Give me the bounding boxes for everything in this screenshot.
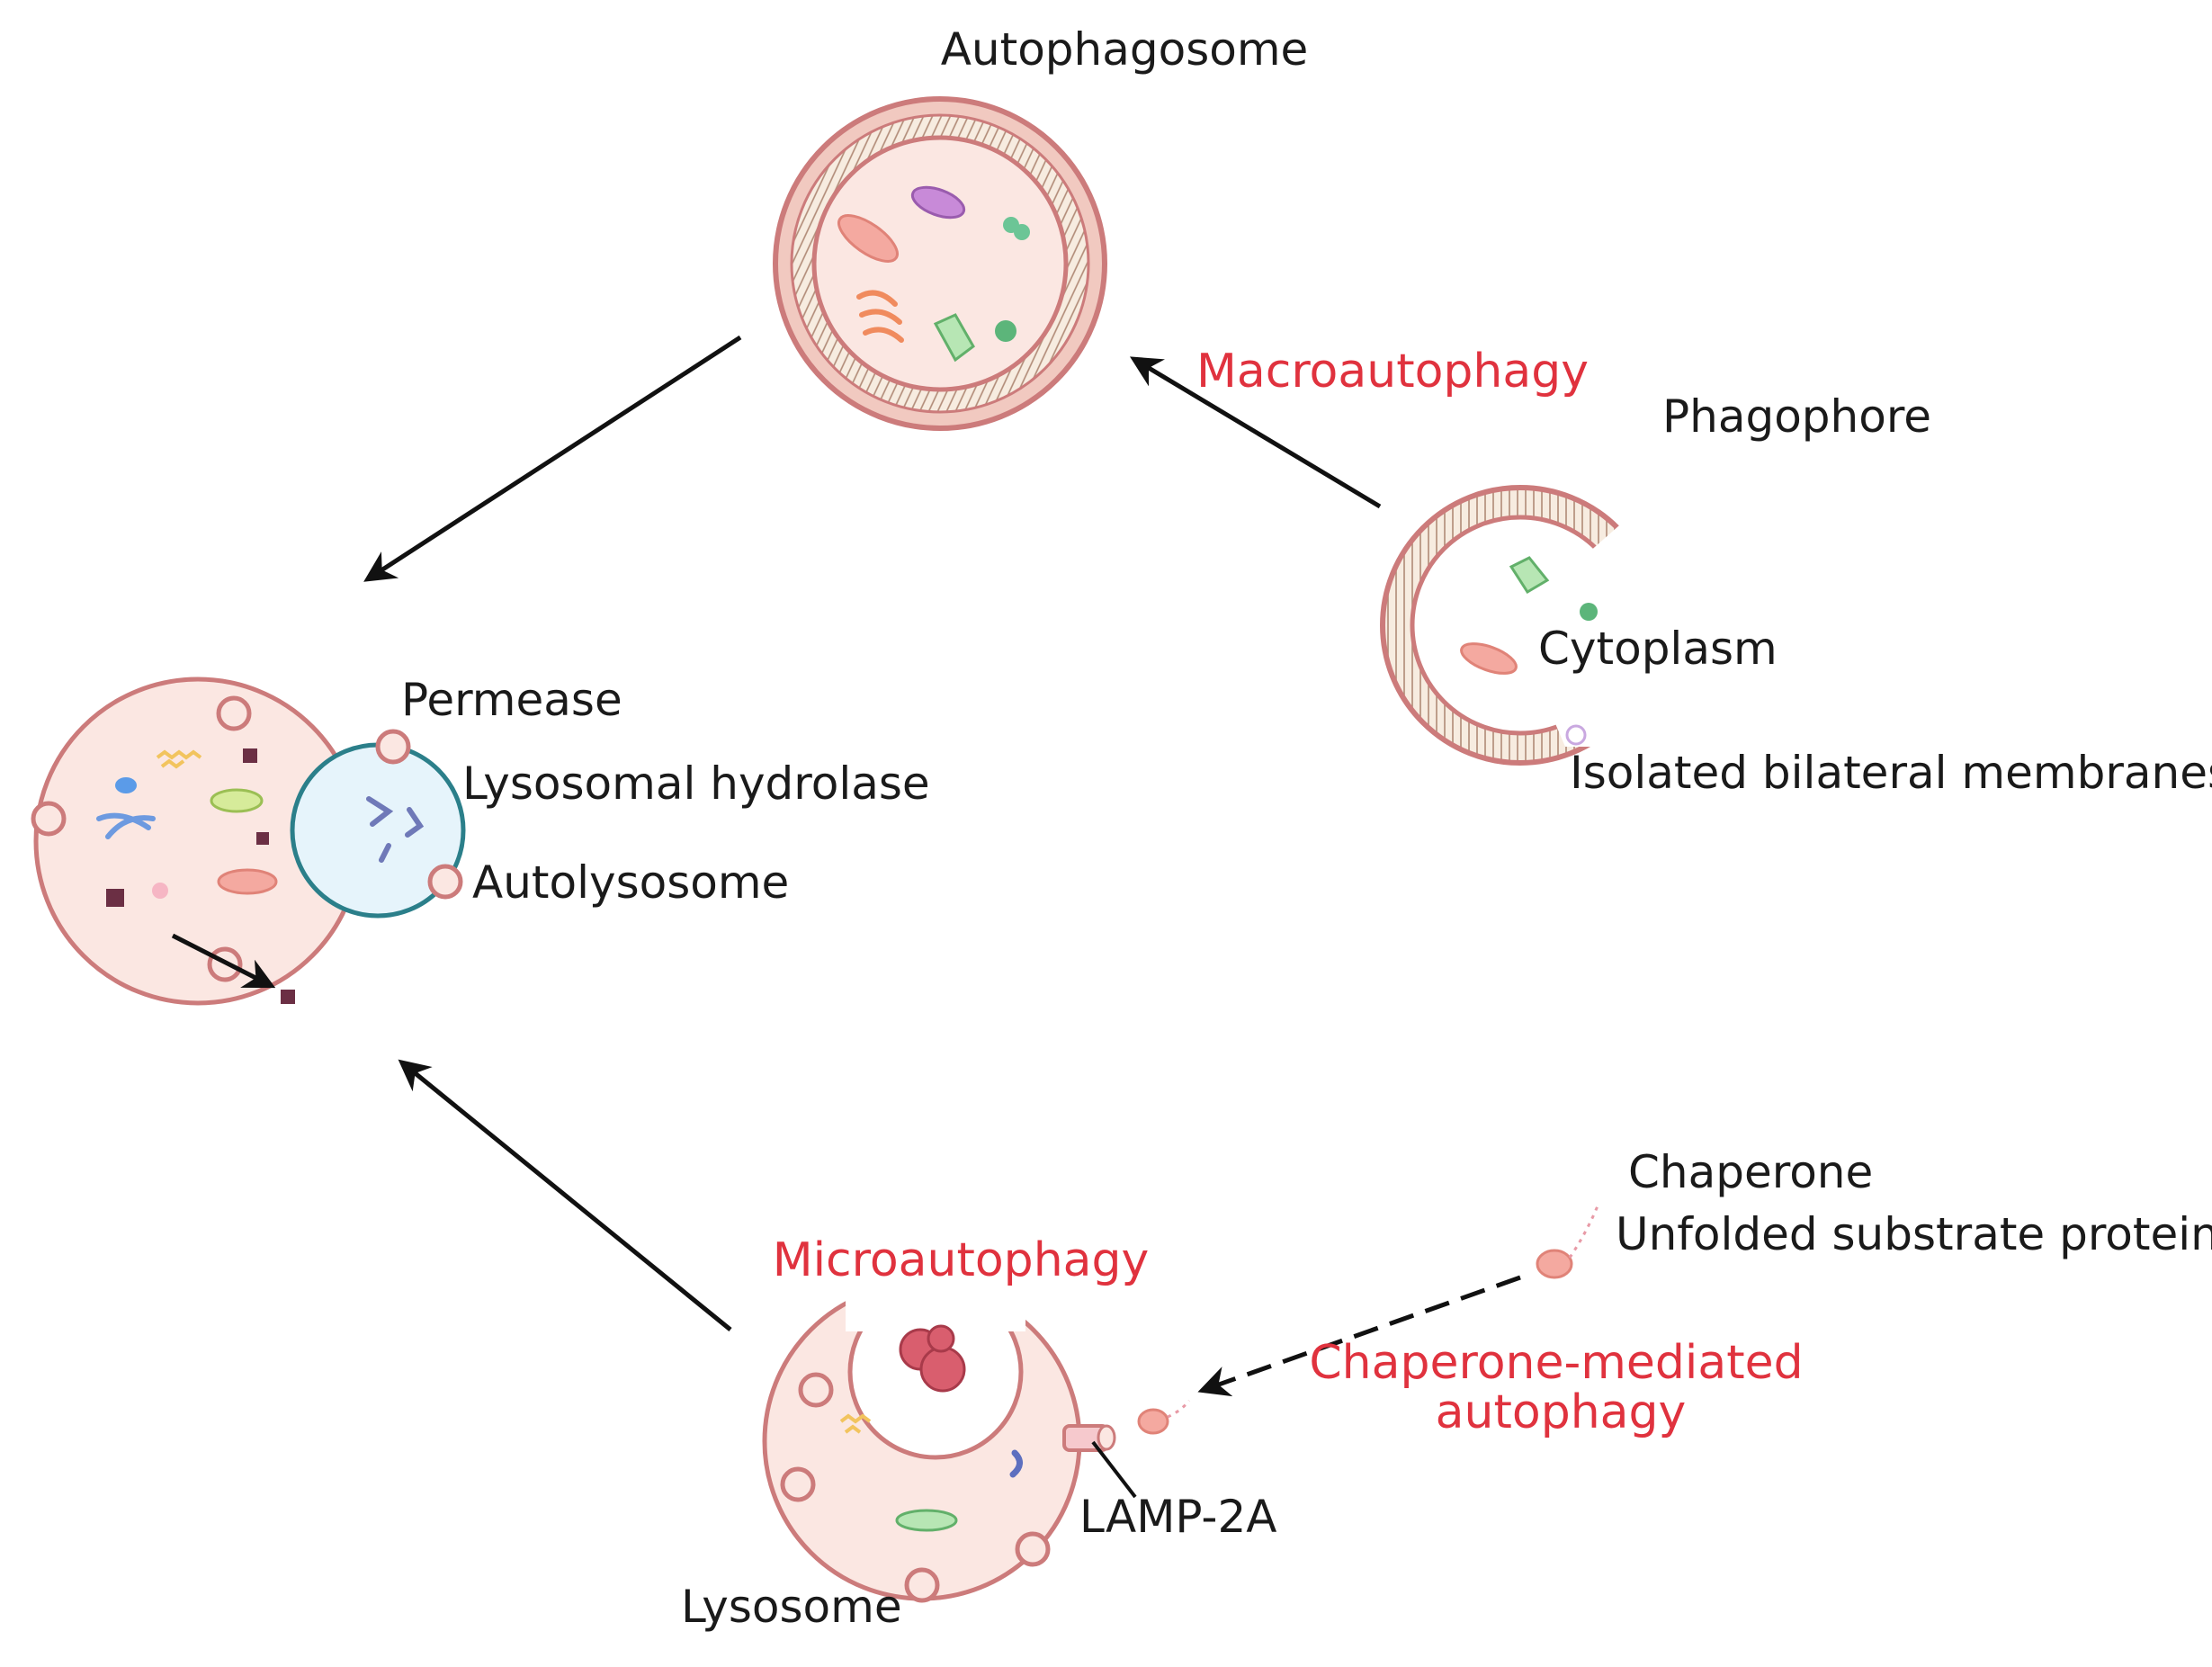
unfolded-protein-label: Unfolded substrate protein xyxy=(1616,1208,2212,1260)
autolysosome xyxy=(31,677,466,1006)
cma-arrow xyxy=(1197,1275,1521,1397)
autophagosome-to-autolysosome-arrow xyxy=(363,335,742,582)
phagophore xyxy=(1380,485,1661,766)
autophagosome xyxy=(773,96,1107,431)
cma-label-line1: Chaperone-mediated xyxy=(1309,1336,1803,1390)
lysosome-to-autolysosome-arrow xyxy=(398,1059,732,1331)
cytoplasm-label: Cytoplasm xyxy=(1538,623,1778,675)
cma-label-line2: autophagy xyxy=(1436,1385,1687,1439)
isolated-membranes-label: Isolated bilateral membranes xyxy=(1570,747,2212,799)
chaperone-label: Chaperone xyxy=(1628,1146,1873,1198)
microautophagy-label: Microautophagy xyxy=(773,1233,1150,1287)
phagophore-label: Phagophore xyxy=(1662,390,1931,443)
lamp2a-label: LAMP-2A xyxy=(1079,1491,1276,1543)
lysosome-label: Lysosome xyxy=(681,1581,902,1633)
autolysosome-label: Autolysosome xyxy=(472,856,789,909)
macroautophagy-arrow xyxy=(1129,356,1382,509)
chaperone xyxy=(1536,1203,1600,1279)
autophagosome-label: Autophagosome xyxy=(941,23,1309,76)
permease-label: Permease xyxy=(401,674,622,726)
lysosome xyxy=(762,1276,1191,1603)
lysosomal-hydrolase-label: Lysosomal hydrolase xyxy=(462,757,930,810)
macroautophagy-label: Macroautophagy xyxy=(1196,345,1589,399)
